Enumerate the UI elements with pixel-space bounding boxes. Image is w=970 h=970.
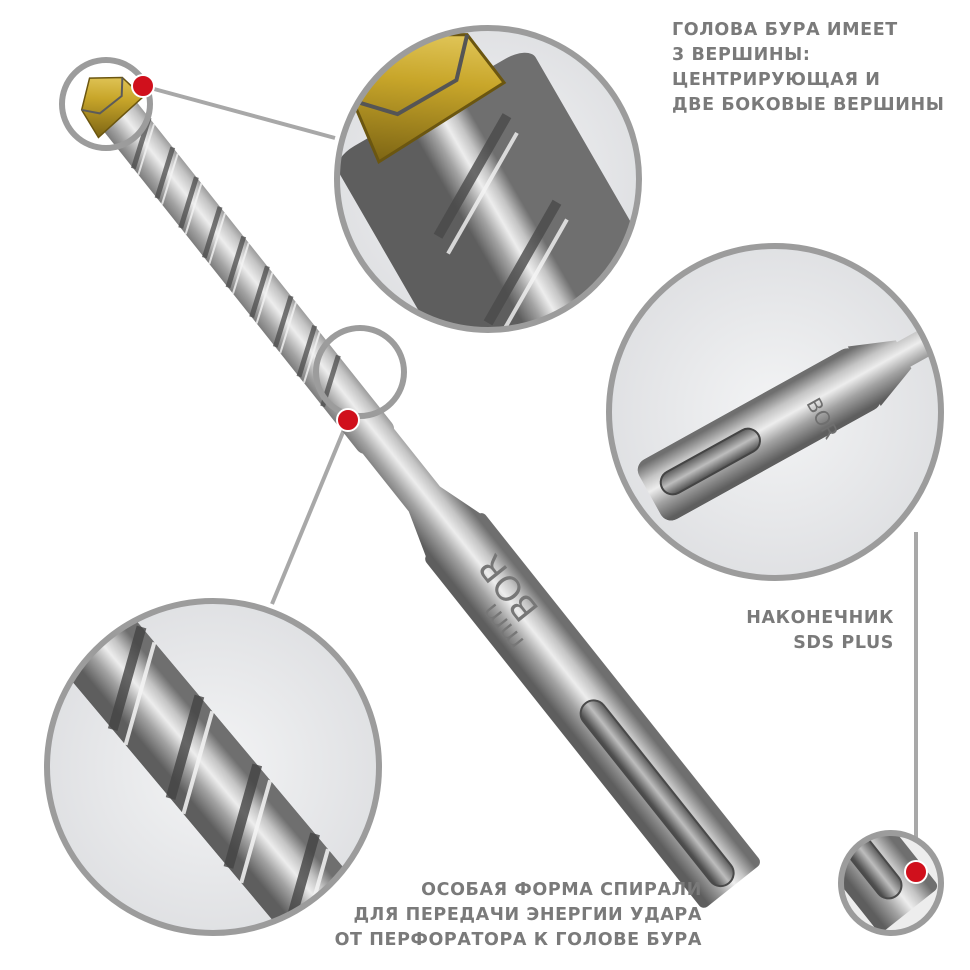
connector-spiral (270, 419, 350, 605)
zoom-ring-head (334, 25, 642, 333)
indicator-ring-sds (838, 830, 944, 936)
zoom-drill-head (334, 25, 642, 333)
caption-spiral-line: ОСОБАЯ ФОРМА СПИРАЛИ (421, 880, 702, 900)
caption-spiral-line: ОТ ПЕРФОРАТОРА К ГОЛОВЕ БУРА (334, 930, 702, 950)
indicator-ring-head (59, 57, 153, 151)
zoom-spiral (44, 598, 382, 936)
indicator-ring-spiral (313, 325, 407, 419)
marker-sds (904, 860, 928, 884)
caption-sds-tip: НАКОНЕЧНИК SDS PLUS (746, 606, 894, 656)
caption-drill-head-line: ГОЛОВА БУРА ИМЕЕТ (672, 20, 898, 40)
marker-head (131, 74, 155, 98)
caption-drill-head-line: 3 ВЕРШИНЫ: (672, 45, 811, 65)
caption-sds-line: НАКОНЕЧНИК (746, 608, 894, 628)
sds-groove (579, 699, 735, 888)
caption-spiral: ОСОБАЯ ФОРМА СПИРАЛИ ДЛЯ ПЕРЕДАЧИ ЭНЕРГИ… (335, 878, 702, 953)
caption-drill-head: ГОЛОВА БУРА ИМЕЕТ 3 ВЕРШИНЫ: ЦЕНТРИРУЮЩА… (672, 18, 944, 118)
red-markers (131, 74, 928, 884)
drill-flute-body (100, 98, 395, 454)
caption-drill-head-line: ДВЕ БОКОВЫЕ ВЕРШИНЫ (672, 95, 945, 115)
caption-sds-line: SDS PLUS (793, 633, 894, 653)
drill-bit: BOR mm (80, 76, 760, 908)
caption-spiral-line: ДЛЯ ПЕРЕДАЧИ ЭНЕРГИИ УДАРА (353, 905, 702, 925)
caption-drill-head-line: ЦЕНТРИРУЮЩАЯ И (672, 70, 881, 90)
zoom-sds-tip: BOR (606, 243, 944, 581)
connector-head (142, 84, 336, 140)
marker-spiral (336, 408, 360, 432)
zoom-ring-sds (606, 243, 944, 581)
connector-lines (142, 84, 918, 842)
zoom-ring-spiral (44, 598, 382, 936)
